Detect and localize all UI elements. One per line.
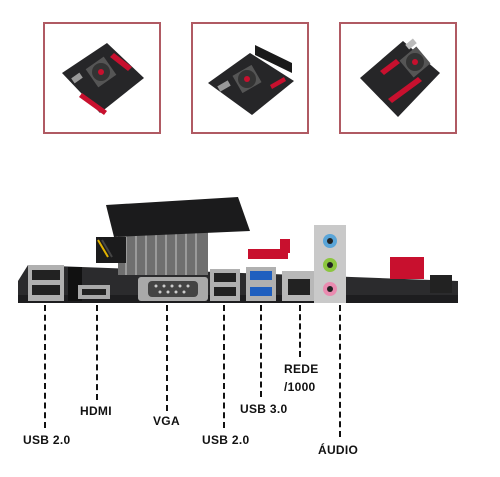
leader-line-vga <box>166 305 168 411</box>
label-usb2-left: USB 2.0 <box>23 433 71 447</box>
cpu-fan <box>106 197 250 237</box>
label-usb3: USB 3.0 <box>240 402 288 416</box>
motherboard-thumbnail-image <box>360 38 440 117</box>
motherboard-thumbnail-image <box>208 45 294 115</box>
label-rede-line2: /1000 <box>284 380 316 394</box>
thumbnail-1[interactable] <box>43 22 161 134</box>
label-usb2-right: USB 2.0 <box>202 433 250 447</box>
leader-line-usb2-right <box>223 305 225 428</box>
leader-line-rede <box>299 305 301 357</box>
leader-line-audio <box>339 305 341 437</box>
label-vga: VGA <box>153 414 180 428</box>
red-power-connector <box>390 257 424 279</box>
leader-line-usb2-left <box>44 305 46 428</box>
thumbnail-3[interactable] <box>339 22 457 134</box>
label-rede: REDE /1000 <box>284 360 319 396</box>
heatsink <box>118 231 208 275</box>
motherboard-io-panel-image <box>18 197 458 303</box>
label-rede-line1: REDE <box>284 362 319 376</box>
leader-line-usb3 <box>260 305 262 397</box>
leader-line-hdmi <box>96 305 98 400</box>
motherboard-thumbnail-image <box>62 43 144 115</box>
label-hdmi: HDMI <box>80 404 112 418</box>
pin-header <box>430 275 452 293</box>
thumbnail-2[interactable] <box>191 22 309 134</box>
label-audio: ÁUDIO <box>318 443 359 457</box>
